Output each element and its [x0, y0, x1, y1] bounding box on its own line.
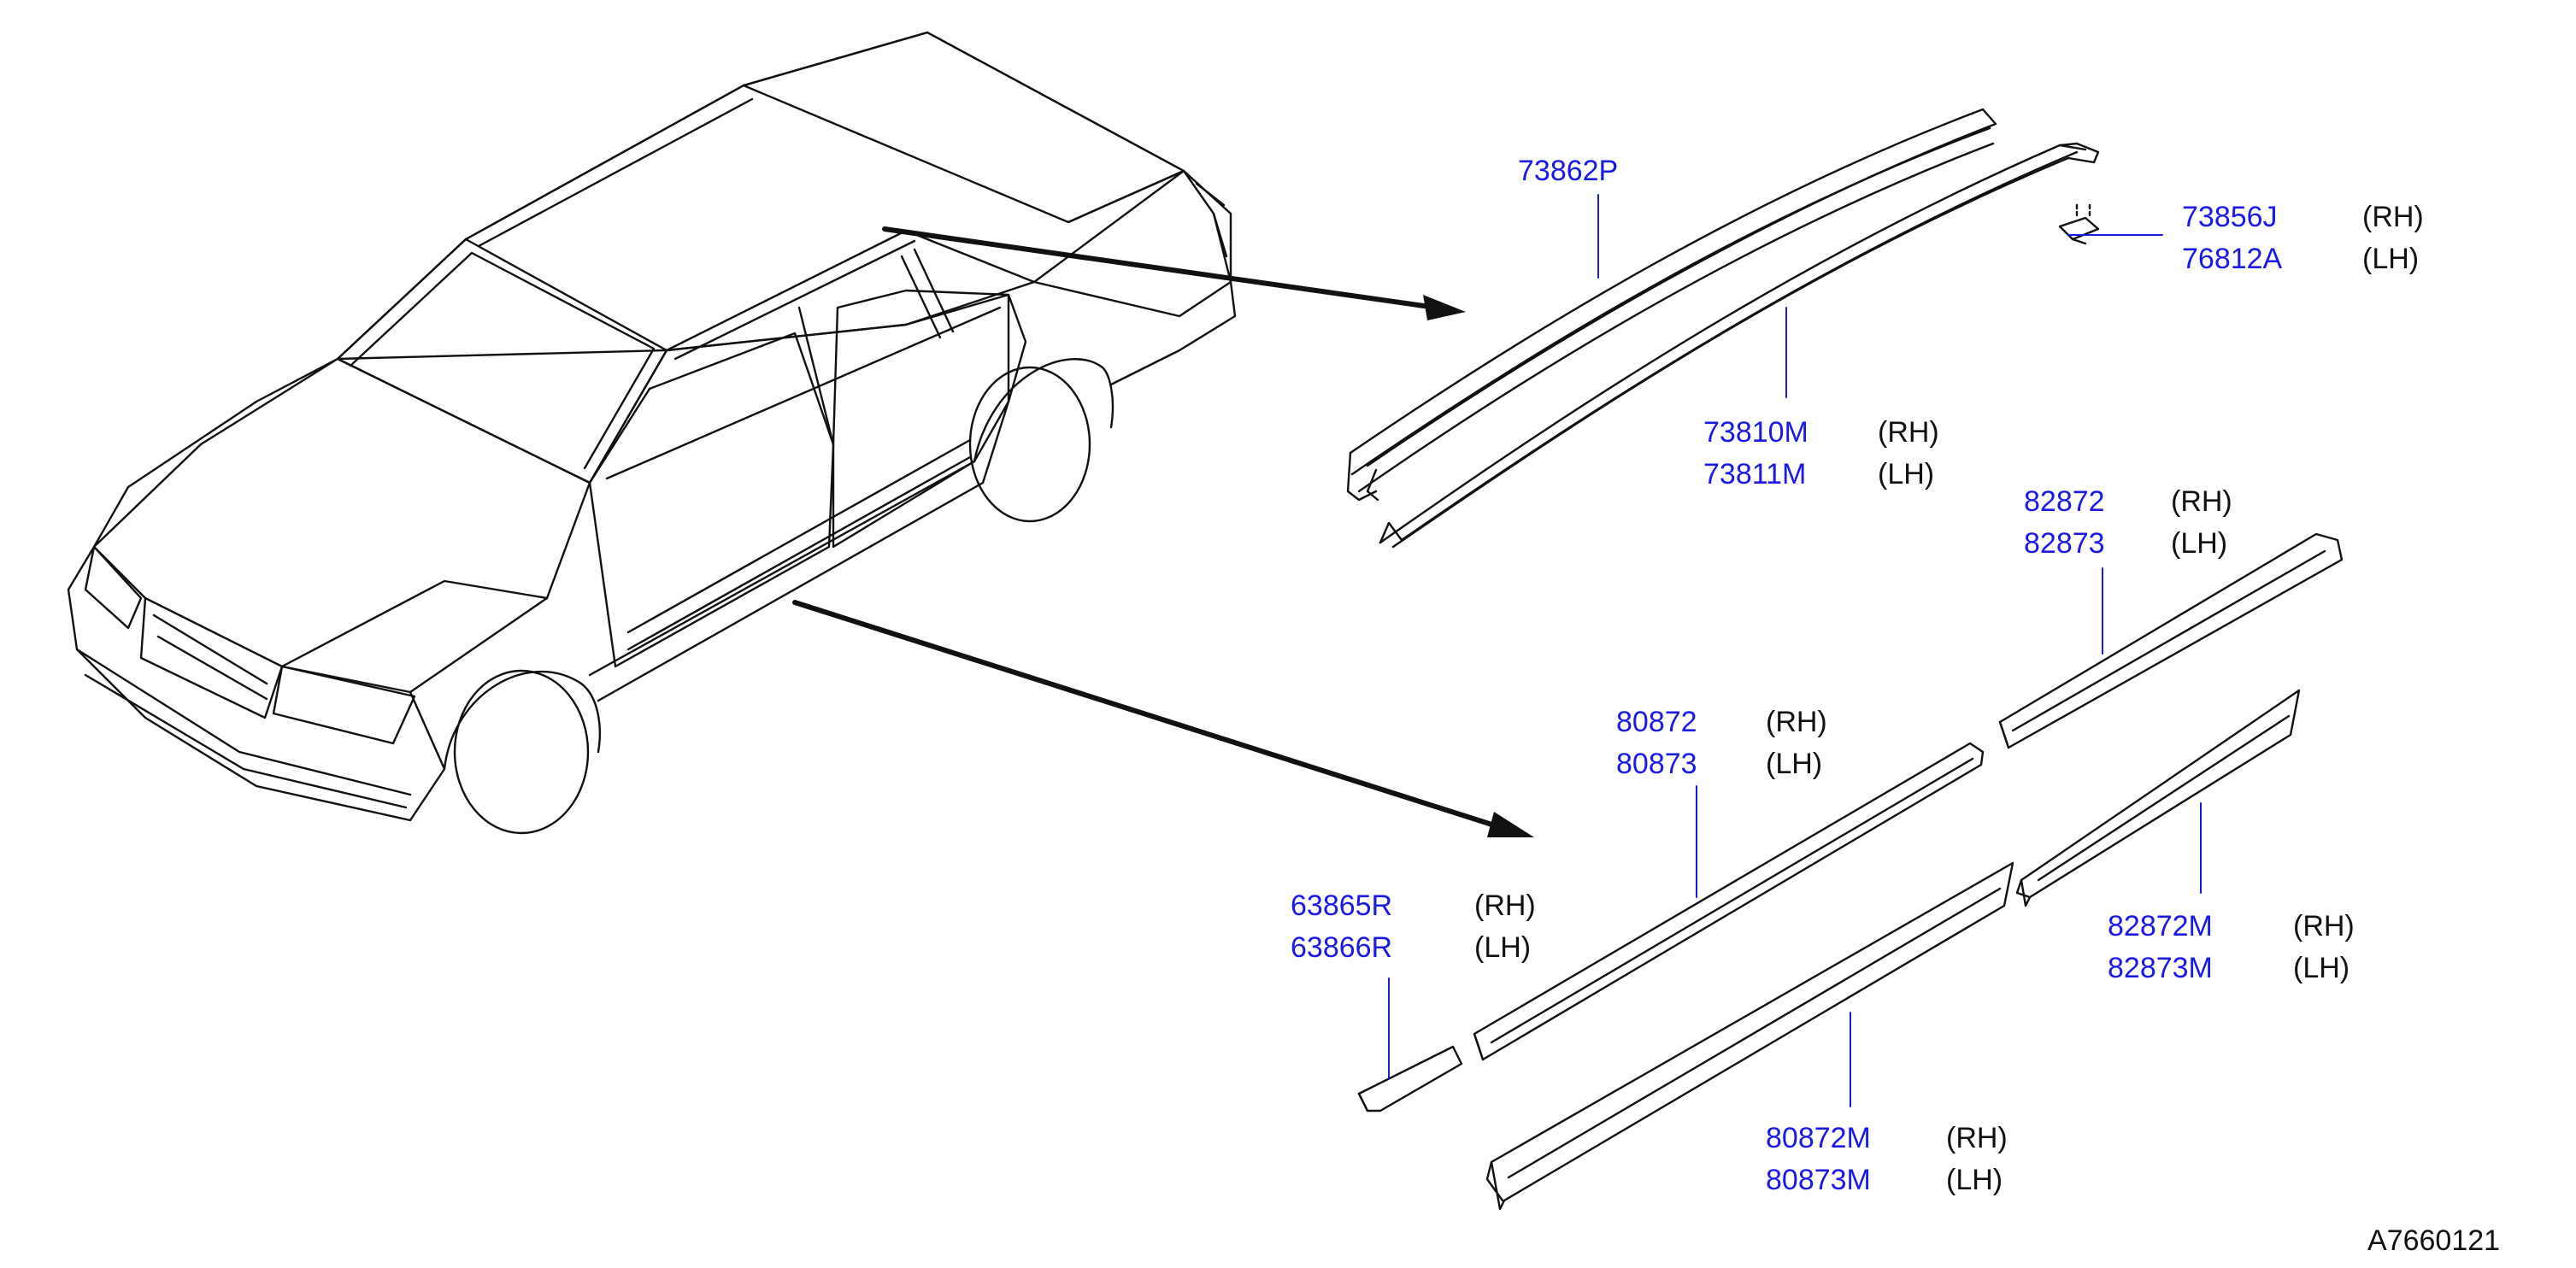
leader-lines [1388, 194, 2202, 1107]
side-label-lh: (LH) [1474, 931, 1532, 964]
part-number-82873[interactable]: 82873 [2024, 527, 2105, 560]
side-label-rh: (RH) [2171, 485, 2232, 518]
arrow-side [792, 600, 1534, 837]
part-number-63865R[interactable]: 63865R [1291, 889, 1393, 922]
part-number-73862P[interactable]: 73862P [1518, 155, 1619, 187]
arrow-roof [882, 226, 1466, 320]
part-number-63866R[interactable]: 63866R [1291, 931, 1393, 964]
side-label-lh: (LH) [1766, 748, 1823, 780]
fender-end-part [1357, 1045, 1463, 1112]
diagram-code: A7660121 [2367, 1224, 2501, 1257]
side-label-rh: (RH) [1766, 706, 1827, 738]
side-label-lh: (LH) [2362, 243, 2420, 275]
part-number-80873M[interactable]: 80873M [1766, 1164, 1871, 1196]
side-label-rh: (RH) [1878, 416, 1939, 449]
rear-door-upper-part [1998, 532, 2344, 749]
side-label-lh: (LH) [2171, 527, 2228, 560]
roof-molding-part [1346, 108, 2100, 549]
part-number-73856J[interactable]: 73856J [2182, 201, 2278, 233]
side-label-rh: (RH) [1474, 889, 1536, 922]
part-number-76812A[interactable]: 76812A [2182, 243, 2283, 275]
part-number-73811M[interactable]: 73811M [1703, 458, 1807, 490]
roof-clip-part [2058, 203, 2100, 245]
part-number-82872M[interactable]: 82872M [2108, 910, 2213, 942]
front-door-upper-part [1473, 742, 1985, 1061]
side-label-rh: (RH) [1946, 1122, 2008, 1154]
part-number-82872[interactable]: 82872 [2024, 485, 2105, 518]
car-illustration [67, 31, 1237, 835]
front-door-lower-part [1485, 861, 2014, 1211]
side-label-lh: (LH) [1878, 458, 1935, 490]
part-number-80872[interactable]: 80872 [1616, 706, 1697, 738]
part-number-80872M[interactable]: 80872M [1766, 1122, 1871, 1154]
side-label-lh: (LH) [1946, 1164, 2003, 1196]
part-number-80873[interactable]: 80873 [1616, 748, 1697, 780]
side-label-rh: (RH) [2293, 910, 2355, 942]
part-number-82873M[interactable]: 82873M [2108, 952, 2213, 984]
side-label-rh: (RH) [2362, 201, 2424, 233]
rear-door-lower-part [2015, 689, 2301, 907]
part-number-73810M[interactable]: 73810M [1703, 416, 1808, 449]
side-label-lh: (LH) [2293, 952, 2350, 984]
